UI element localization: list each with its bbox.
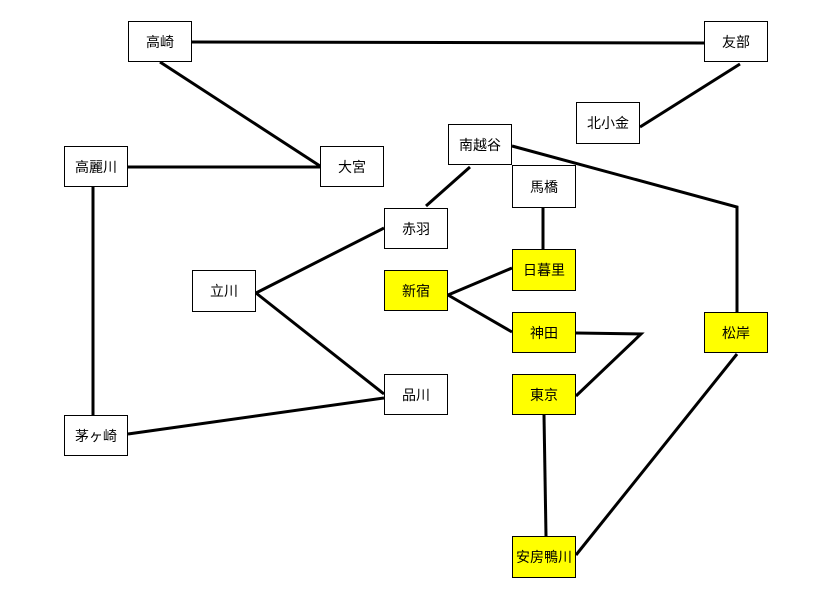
node-chigasaki: 茅ヶ崎 [64,415,128,456]
edge-akabane-tachikawa [255,226,385,295]
node-tomobe: 友部 [704,21,768,62]
node-tokyo: 東京 [512,374,576,415]
edge-takasaki-tomobe [191,40,705,45]
node-shinagawa: 品川 [384,374,448,415]
node-matsugishi: 松岸 [704,312,768,353]
node-awakamogawa: 安房鴨川 [512,536,576,578]
node-mabashi: 馬橋 [512,165,576,208]
edge-matsugishi-awakamogawa [574,353,739,556]
edge-minamikoshigaya-akabane [425,165,471,208]
edge-shinjuku-nippori [447,266,513,297]
edge-kanda-tokyo [574,331,645,398]
edge-takasaki-omiya [159,60,321,168]
edge-tomobe-kitakogane [639,62,741,129]
node-komagawa: 高麗川 [64,146,128,187]
node-tachikawa: 立川 [192,270,256,312]
node-shinjuku: 新宿 [384,270,448,311]
node-takasaki: 高崎 [128,21,192,62]
edge-minamikoshigaya-matsugishi [511,144,739,312]
edge-shinjuku-kanda [447,293,513,334]
node-minamikoshigaya: 南越谷 [448,124,512,165]
node-kitakogane: 北小金 [576,102,640,144]
node-akabane: 赤羽 [384,208,448,249]
node-nippori: 日暮里 [512,249,576,291]
edge-tokyo-awakamogawa [542,414,548,537]
edge-chigasaki-shinagawa [127,396,385,436]
node-kanda: 神田 [512,312,576,353]
node-omiya: 大宮 [320,146,384,187]
edge-tachikawa-shinagawa [255,291,385,396]
